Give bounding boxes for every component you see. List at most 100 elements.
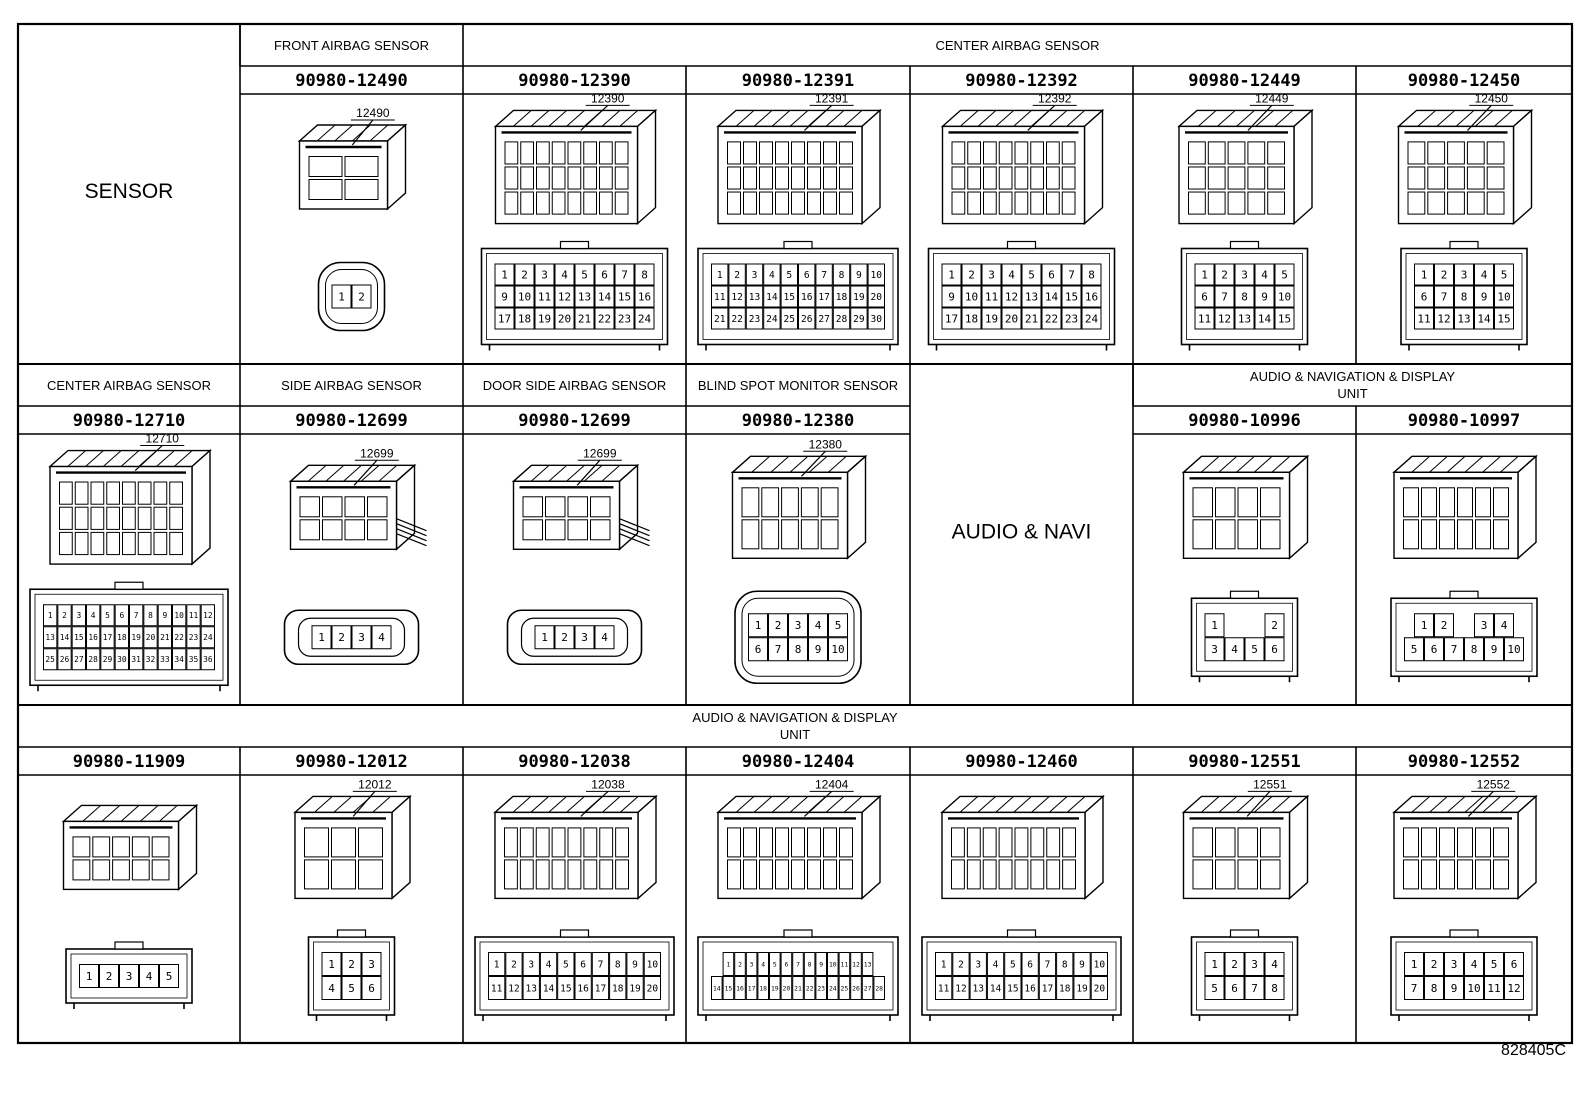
pin-number: 13 xyxy=(1238,312,1251,325)
face-lock-tab xyxy=(114,941,144,950)
pin-number: 19 xyxy=(985,312,998,325)
connector-rib xyxy=(601,464,621,482)
pin-cavity xyxy=(1264,637,1285,662)
connector-cavity xyxy=(775,827,789,858)
pin-number: 8 xyxy=(1461,290,1468,303)
connector-rib xyxy=(1236,796,1255,813)
pin-cavity xyxy=(828,637,848,662)
connector-rib xyxy=(173,450,193,467)
pin-cavity xyxy=(1001,307,1022,330)
connector-cavity xyxy=(1457,487,1473,518)
connector-cavity xyxy=(761,487,780,518)
pin-number: 7 xyxy=(1411,982,1418,995)
pin-number: 7 xyxy=(796,960,800,968)
connector-cavity xyxy=(966,859,981,890)
pin-number: 5 xyxy=(1411,643,1418,656)
connector-cavity xyxy=(331,859,356,890)
pin-cavity xyxy=(748,637,768,662)
pin-number: 1 xyxy=(86,970,93,983)
callout-label: 12392 xyxy=(1038,91,1072,105)
pin-cavity xyxy=(748,613,768,638)
connector-cavity xyxy=(59,531,73,556)
connector-rib xyxy=(1499,796,1519,813)
pin-cavity xyxy=(100,626,115,649)
connector-rib xyxy=(1253,796,1273,813)
pin-cavity xyxy=(1404,952,1424,976)
connector-cavity xyxy=(599,141,613,165)
pin-cavity xyxy=(981,263,1002,286)
connector-cavity xyxy=(122,481,136,505)
connector-cavity xyxy=(567,166,582,190)
pin-number: 18 xyxy=(1059,983,1071,994)
group-title: CENTER AIRBAG SENSOR xyxy=(47,378,211,393)
connector-cavity xyxy=(59,481,73,505)
pin-cavity xyxy=(1264,613,1285,638)
connector-cavity xyxy=(151,836,170,858)
pin-number: 2 xyxy=(511,959,517,970)
pin-number: 11 xyxy=(1487,982,1500,995)
connector-cavity xyxy=(1439,487,1455,518)
pin-number: 4 xyxy=(1481,268,1488,281)
pin-number: 11 xyxy=(491,983,503,994)
pin-cavity xyxy=(850,285,868,308)
connector-cavity xyxy=(599,827,614,858)
connector-cavity xyxy=(1421,859,1437,890)
connector-cavity xyxy=(1046,166,1060,190)
pin-cavity xyxy=(861,952,874,976)
connector-rib xyxy=(102,450,122,467)
pin-cavity xyxy=(1056,976,1074,1000)
connector-cavity xyxy=(727,141,741,165)
pin-cavity xyxy=(1274,307,1295,330)
connector-rib xyxy=(789,796,809,813)
pin-cavity xyxy=(1234,263,1255,286)
pin-cavity xyxy=(341,952,362,976)
pin-cavity xyxy=(129,626,144,649)
pin-cavity xyxy=(711,285,729,308)
connector-cavity xyxy=(520,141,534,165)
connector-cavity xyxy=(131,859,150,881)
pin-number: 3 xyxy=(1451,958,1458,971)
connector-rib xyxy=(82,805,101,822)
pin-number: 5 xyxy=(1281,268,1288,281)
connector-cavity xyxy=(1227,166,1246,190)
connector-cavity xyxy=(519,827,534,858)
part-number: 90980-12460 xyxy=(965,752,1078,772)
pin-cavity xyxy=(780,285,798,308)
connector-cavity xyxy=(839,859,853,890)
connector-cavity xyxy=(823,827,837,858)
connector-cavity xyxy=(1447,191,1465,215)
pin-cavity xyxy=(143,648,158,671)
pin-number: 11 xyxy=(714,292,726,303)
pin-number: 25 xyxy=(841,984,849,992)
face-inner-outline xyxy=(325,269,378,324)
pin-cavity xyxy=(941,263,962,286)
connector-rib xyxy=(828,455,847,473)
pin-cavity xyxy=(1224,637,1245,662)
pin-cavity xyxy=(634,285,655,308)
group-header: CENTER AIRBAG SENSOR xyxy=(47,378,211,393)
pin-number: 1 xyxy=(948,268,955,281)
connector-rib xyxy=(789,110,809,127)
pin-cavity xyxy=(321,952,342,976)
connector-rib xyxy=(1455,110,1475,127)
connector-rib xyxy=(566,110,585,127)
callout-label: 12380 xyxy=(809,437,843,451)
pin-cavity xyxy=(351,625,372,650)
pin-number: 20 xyxy=(783,984,791,992)
connector-rib xyxy=(530,110,550,127)
callout-leader xyxy=(803,790,833,817)
connector-cavity xyxy=(1493,859,1509,890)
connector-rib xyxy=(753,796,773,813)
pin-number: 22 xyxy=(174,633,184,642)
pin-number: 16 xyxy=(88,633,98,642)
pin-cavity xyxy=(534,285,555,308)
pin-cavity xyxy=(969,976,987,1000)
pin-cavity xyxy=(757,952,770,976)
pin-cavity xyxy=(1414,285,1434,308)
connector-cavity xyxy=(998,166,1013,190)
pin-number: 4 xyxy=(993,959,999,970)
pin-number: 5 xyxy=(563,959,569,970)
connector-cavity xyxy=(169,531,183,556)
